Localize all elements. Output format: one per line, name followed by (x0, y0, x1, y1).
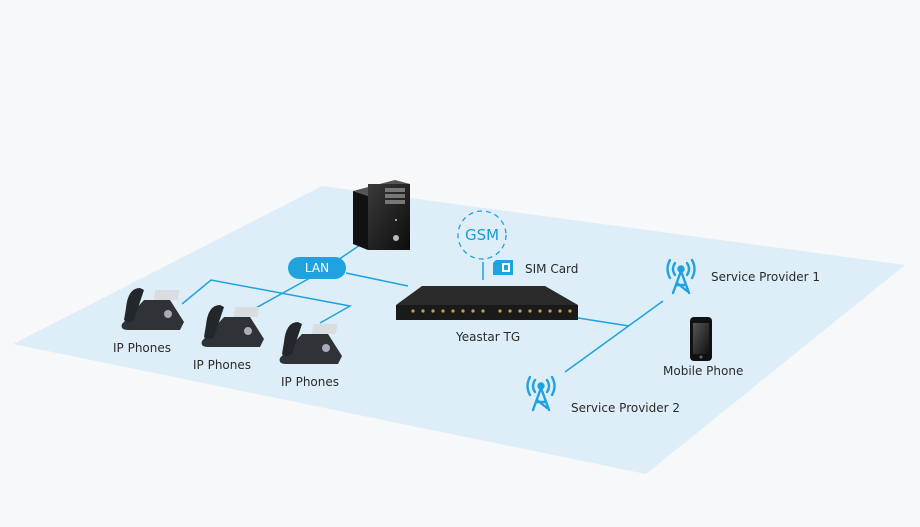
link-phone-bus (181, 279, 353, 324)
ip-phone-label-1: IP Phones (113, 341, 172, 355)
sim-card-label: SIM Card (525, 262, 579, 276)
gateway-antenna-ports (411, 309, 572, 313)
provider1-label: Service Provider 1 (711, 270, 821, 284)
cell-tower-icon (526, 375, 556, 412)
ip-phone-icon (121, 288, 184, 330)
link-gateway-junction (577, 317, 630, 327)
antenna-port (528, 309, 532, 313)
ip-phone-icon (201, 305, 264, 347)
gateway-device-icon (396, 286, 578, 320)
mobile-phone-label: Mobile Phone (663, 364, 744, 378)
cell-tower-icon (666, 258, 696, 295)
server-tower-icon (353, 180, 410, 250)
antenna-port (441, 309, 445, 313)
antenna-port (508, 309, 512, 313)
antenna-port (431, 309, 435, 313)
floor-plane (13, 186, 905, 474)
antenna-port (538, 309, 542, 313)
gsm-cloud (457, 210, 507, 260)
antenna-port (411, 309, 415, 313)
ip-phones-group (121, 288, 342, 364)
mobile-phone-icon (690, 317, 712, 361)
ip-phone-label-3: IP Phones (281, 375, 340, 389)
antenna-port (498, 309, 502, 313)
ip-phone-label-2: IP Phones (193, 358, 252, 372)
antenna-port (461, 309, 465, 313)
lan-badge: LAN (288, 257, 346, 279)
antenna-port (481, 309, 485, 313)
antenna-port (568, 309, 572, 313)
antenna-port (518, 309, 522, 313)
sim-card-icon (493, 260, 513, 275)
antenna-port (451, 309, 455, 313)
link-lan-gateway (345, 272, 409, 287)
gsm-label: GSM (464, 226, 500, 244)
link-provider1-provider2 (564, 300, 664, 373)
antenna-port (548, 309, 552, 313)
provider2-label: Service Provider 2 (571, 401, 681, 415)
cell-towers-group (526, 258, 696, 412)
antenna-port (421, 309, 425, 313)
antenna-port (471, 309, 475, 313)
ip-phone-icon (279, 322, 342, 364)
gateway-label: Yeastar TG (456, 330, 521, 344)
antenna-port (558, 309, 562, 313)
